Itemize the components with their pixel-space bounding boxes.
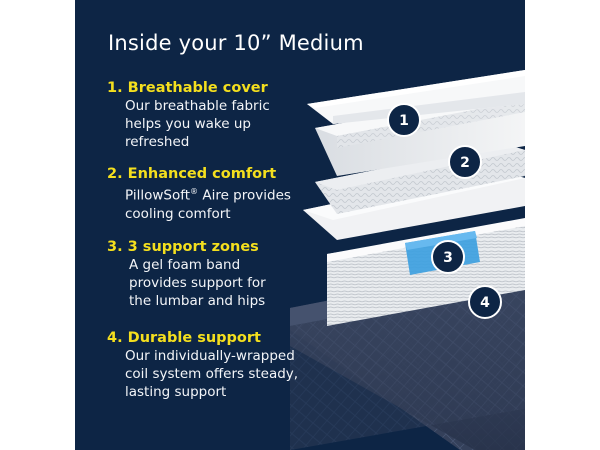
feature-support-zones: 3. 3 support zones A gel foam band provi…	[107, 238, 266, 310]
page-title: Inside your 10” Medium	[108, 31, 364, 55]
feature-heading: 3. 3 support zones	[107, 239, 259, 255]
layer-badge-3: 3	[431, 240, 465, 274]
layer-badge-4: 4	[468, 285, 502, 319]
feature-heading: 1. Breathable cover	[107, 80, 268, 96]
svg-text:4: 4	[480, 295, 490, 311]
svg-text:3: 3	[443, 250, 453, 266]
feature-description: Our individually-wrapped	[125, 348, 295, 364]
feature-heading: 4. Durable support	[107, 330, 261, 346]
feature-description: coil system offers steady,	[125, 366, 299, 382]
feature-description: PillowSoft® Aire provides	[125, 187, 291, 204]
layer-badge-1: 1	[387, 103, 421, 137]
feature-description: the lumbar and hips	[129, 293, 266, 309]
layer-badge-2: 2	[448, 145, 482, 179]
feature-heading: 2. Enhanced comfort	[107, 166, 277, 182]
feature-enhanced-comfort: 2. Enhanced comfort PillowSoft® Aire pro…	[107, 165, 291, 223]
feature-description: refreshed	[125, 134, 190, 150]
feature-description: cooling comfort	[125, 205, 231, 222]
mattress-layers-illustration: 1 2 3 4	[290, 70, 525, 450]
cover-layer	[307, 70, 525, 124]
feature-description: provides support for	[129, 275, 266, 291]
product-panel: 1 2 3 4 Inside your 10” Medium 1. Breath…	[75, 0, 525, 450]
svg-text:2: 2	[460, 155, 470, 171]
feature-durable-support: 4. Durable support Our individually-wrap…	[107, 329, 298, 401]
feature-description: Our breathable fabric	[125, 98, 270, 114]
feature-breathable-cover: 1. Breathable cover Our breathable fabri…	[107, 79, 270, 151]
feature-description: helps you wake up	[125, 116, 251, 132]
feature-description: A gel foam band	[129, 257, 241, 273]
svg-text:1: 1	[399, 113, 409, 129]
feature-description: lasting support	[125, 384, 227, 400]
